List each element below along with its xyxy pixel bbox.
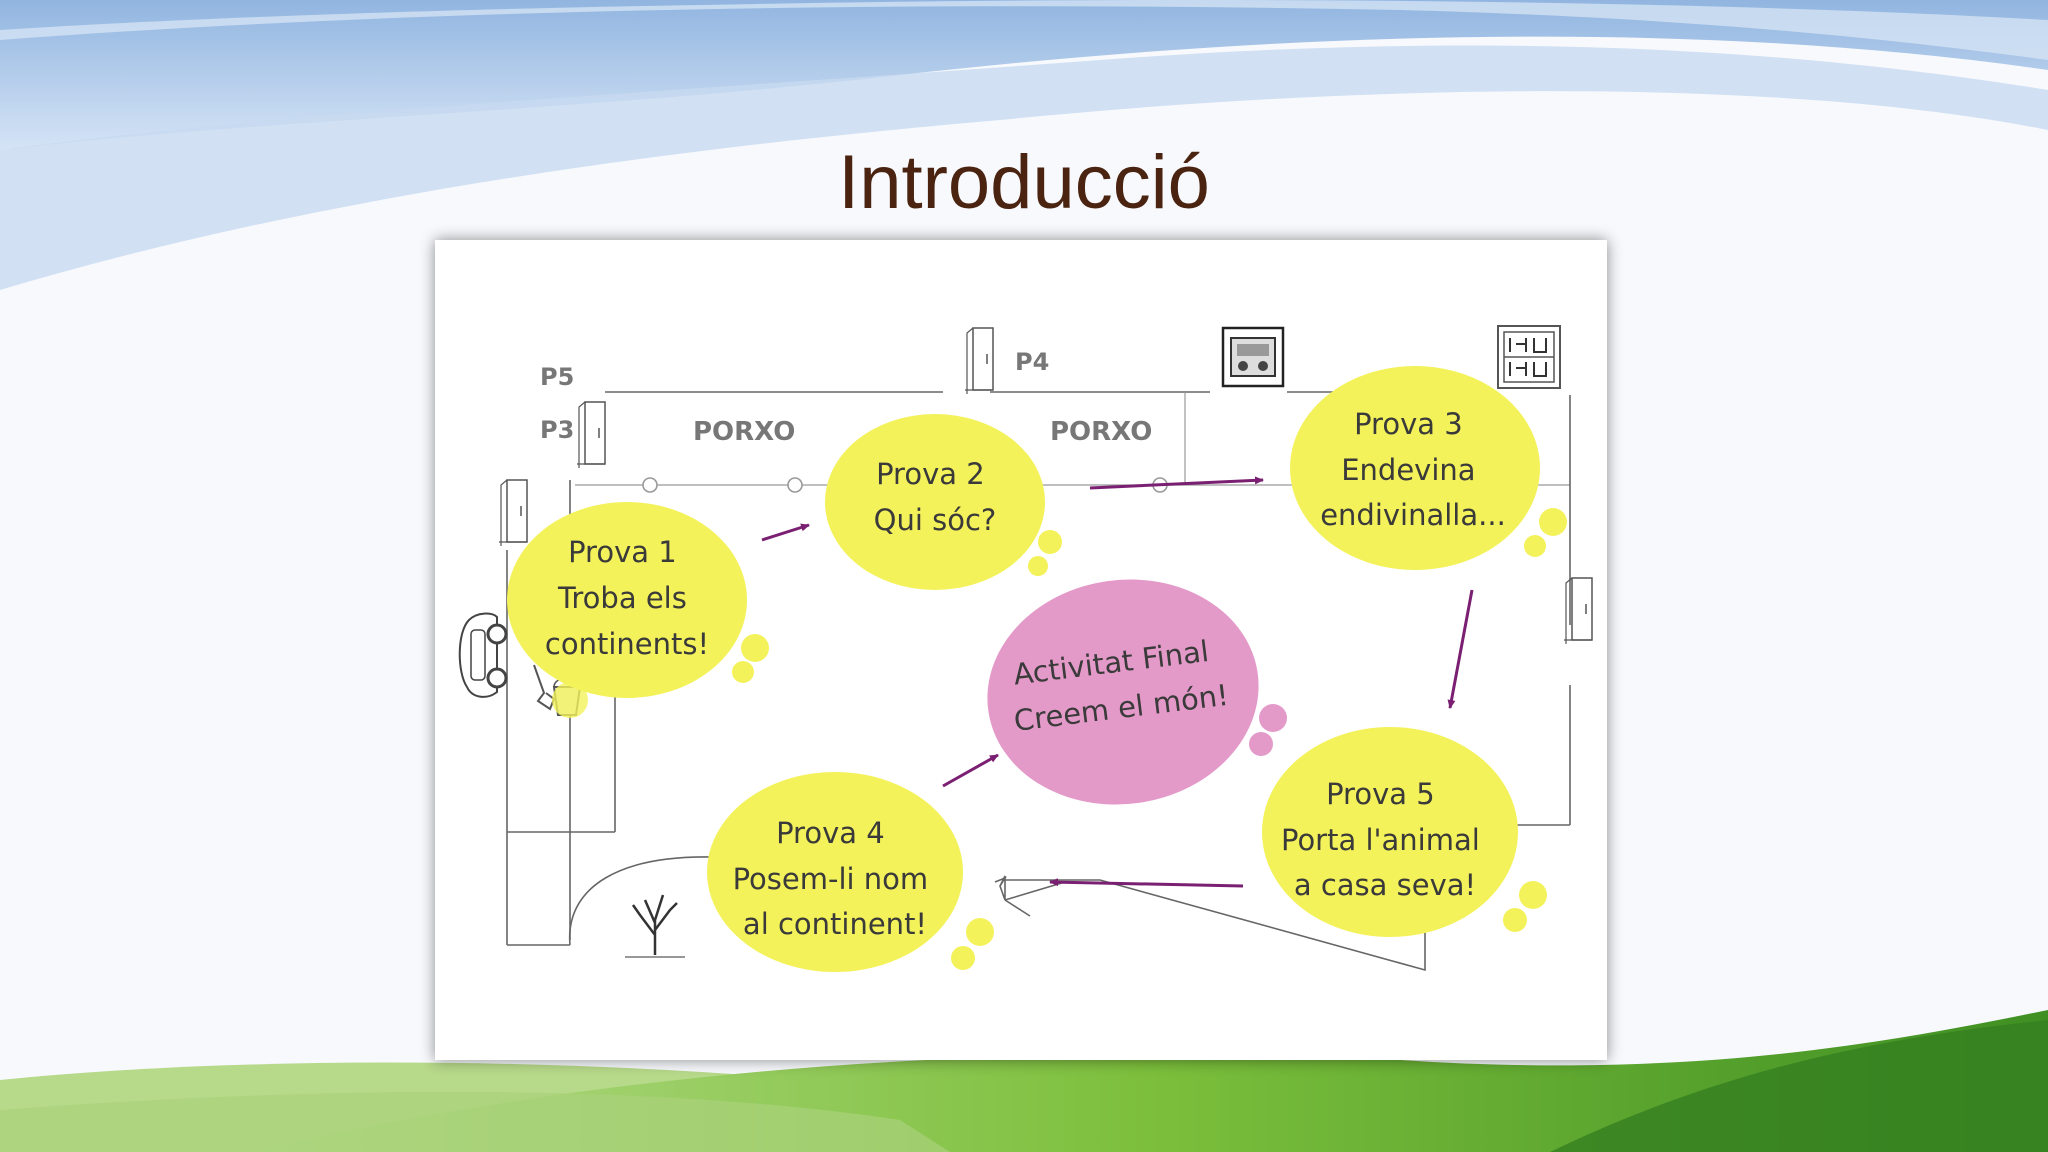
station-blob-prova3: [1290, 366, 1567, 570]
station-prova3-line: Endevina: [1341, 453, 1475, 487]
stove-icon: [1221, 326, 1285, 388]
car-icon: [458, 612, 508, 698]
station-prova5-line: Porta l'animal: [1281, 823, 1480, 857]
station-prova5-line: a casa seva!: [1294, 868, 1476, 902]
station-prova1-line: Troba els: [557, 581, 687, 615]
tree-icon: [625, 894, 685, 958]
door-icon: [965, 327, 994, 394]
station-prova5-text: Prova 5 Porta l'animal a casa seva!: [1281, 777, 1489, 902]
station-prova1-line: continents!: [545, 627, 709, 661]
station-prova4-line: al continent!: [743, 907, 927, 941]
station-prova1-line: Prova 1: [568, 535, 677, 569]
station-blob-prova4: [707, 772, 994, 972]
station-blob-prova2: [825, 414, 1062, 590]
station-blob-prova1: [507, 502, 769, 718]
arrow-prova4-to-final: [942, 753, 999, 788]
arrow-prova5-to-prova4: [1049, 878, 1244, 888]
label-p4: P4: [1015, 348, 1049, 376]
station-prova2-text: Prova 2 Qui sóc?: [874, 457, 997, 537]
arrow-prova3-to-prova5: [1447, 589, 1474, 709]
shelf-icon: [1497, 325, 1561, 389]
label-porxo-left: PORXO: [693, 417, 795, 447]
door-icon: [577, 401, 606, 468]
arrow-prova1-to-prova2: [761, 523, 810, 542]
label-p3: P3: [540, 416, 574, 444]
label-porxo-right: PORXO: [1050, 417, 1152, 447]
arrow-prova2-to-prova3: [1089, 476, 1264, 490]
station-prova4-line: Posem-li nom: [733, 862, 929, 896]
school-yard-map: P5 P3 P4 PORXO PORXO: [458, 325, 1593, 972]
station-prova2-line: Prova 2: [876, 457, 985, 491]
sky-waves: [0, 0, 2048, 290]
station-blob-prova5: [1262, 727, 1547, 937]
grass-hills: [0, 1010, 2048, 1152]
station-prova3-line: Prova 3: [1354, 407, 1463, 441]
slide-title: Introducció: [838, 140, 1210, 225]
final-activity-blob: [987, 579, 1287, 805]
station-prova4-text: Prova 4 Posem-li nom al continent!: [733, 816, 938, 941]
station-prova5-line: Prova 5: [1326, 777, 1435, 811]
door-icon: [499, 479, 528, 546]
door-icon: [1564, 577, 1593, 644]
map-diagram-panel: P5 P3 P4 PORXO PORXO: [435, 240, 1607, 1060]
station-prova1-text: Prova 1 Troba els continents!: [545, 535, 709, 661]
label-p5: P5: [540, 363, 574, 391]
station-prova4-line: Prova 4: [776, 816, 885, 850]
flow-arrows: [761, 476, 1474, 888]
station-prova2-line: Qui sóc?: [874, 503, 997, 537]
station-prova3-text: Prova 3 Endevina endivinalla...: [1320, 407, 1506, 532]
station-prova3-line: endivinalla...: [1320, 498, 1506, 532]
